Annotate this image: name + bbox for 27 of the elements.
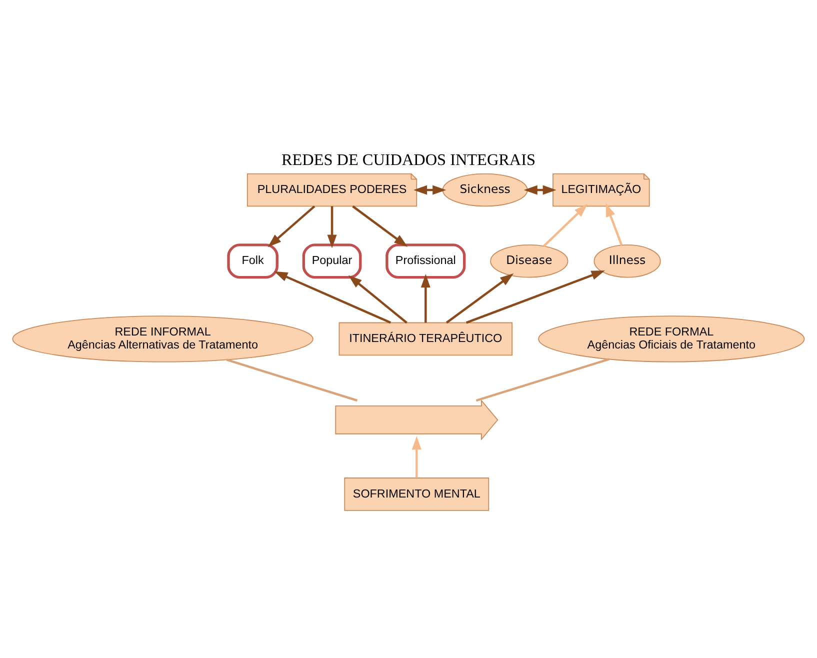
arrow [274,270,392,324]
diagram-title: REDES DE CUIDADOS INTEGRAIS [281,150,536,169]
node-box: Profissional [386,243,466,278]
arrow [348,274,408,324]
node-ellipse: Sickness [442,172,528,206]
arrow [446,272,514,324]
arrow [268,204,316,247]
node-ellipse: REDE INFORMAL Agências Alternativas de Tratamento [12,315,314,362]
node-box: ITINERÁRIO TERAPÊUTICO [338,322,513,356]
node-box: SOFRIMENTO MENTAL [344,477,490,510]
arrow [414,184,446,194]
arrow [543,203,588,246]
arrow [466,270,605,324]
node-ellipse: Disease [490,244,568,278]
connector [226,358,358,402]
arrow [420,274,430,322]
node-arrow [335,398,498,440]
node-box: Folk [227,243,278,278]
arrow [352,204,408,246]
connector [476,358,610,402]
arrow [606,202,623,246]
node-ellipse: Illness [594,244,661,278]
node-box: Popular [302,243,362,278]
arrow [412,436,422,478]
node-ellipse: REDE FORMAL Agências Oficiais de Tratamento [538,315,805,362]
arrow [327,206,337,248]
arrow [524,184,556,194]
